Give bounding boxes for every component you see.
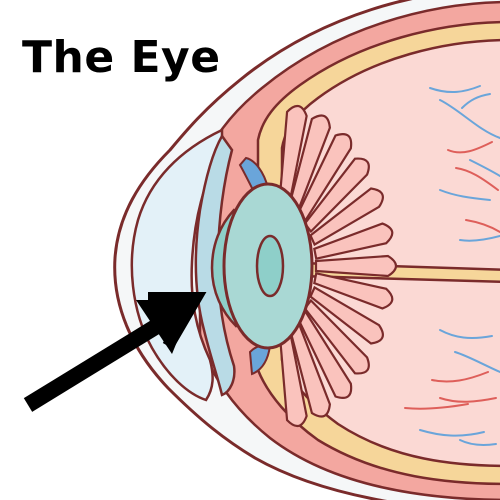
ciliary-petal: [309, 187, 384, 247]
ciliary-petal: [287, 114, 331, 213]
ciliary-petal: [278, 104, 308, 206]
vessels-lower: [404, 329, 500, 446]
ciliary-petal: [313, 222, 394, 261]
ciliary-body: [278, 104, 398, 428]
ciliary-petal: [314, 254, 398, 278]
arrow-icon: [23, 292, 207, 412]
page-title: The Eye: [22, 32, 221, 83]
ciliary-petal: [278, 326, 308, 428]
pupil: [255, 234, 285, 298]
ciliary-petal: [296, 310, 353, 399]
ciliary-petal: [303, 298, 370, 375]
ciliary-petal: [313, 271, 394, 310]
vessels-upper: [429, 85, 500, 242]
ciliary-petal: [287, 319, 331, 418]
ciliary-petal: [309, 285, 384, 345]
ciliary-petal: [296, 133, 353, 222]
ciliary-petal: [303, 157, 370, 234]
